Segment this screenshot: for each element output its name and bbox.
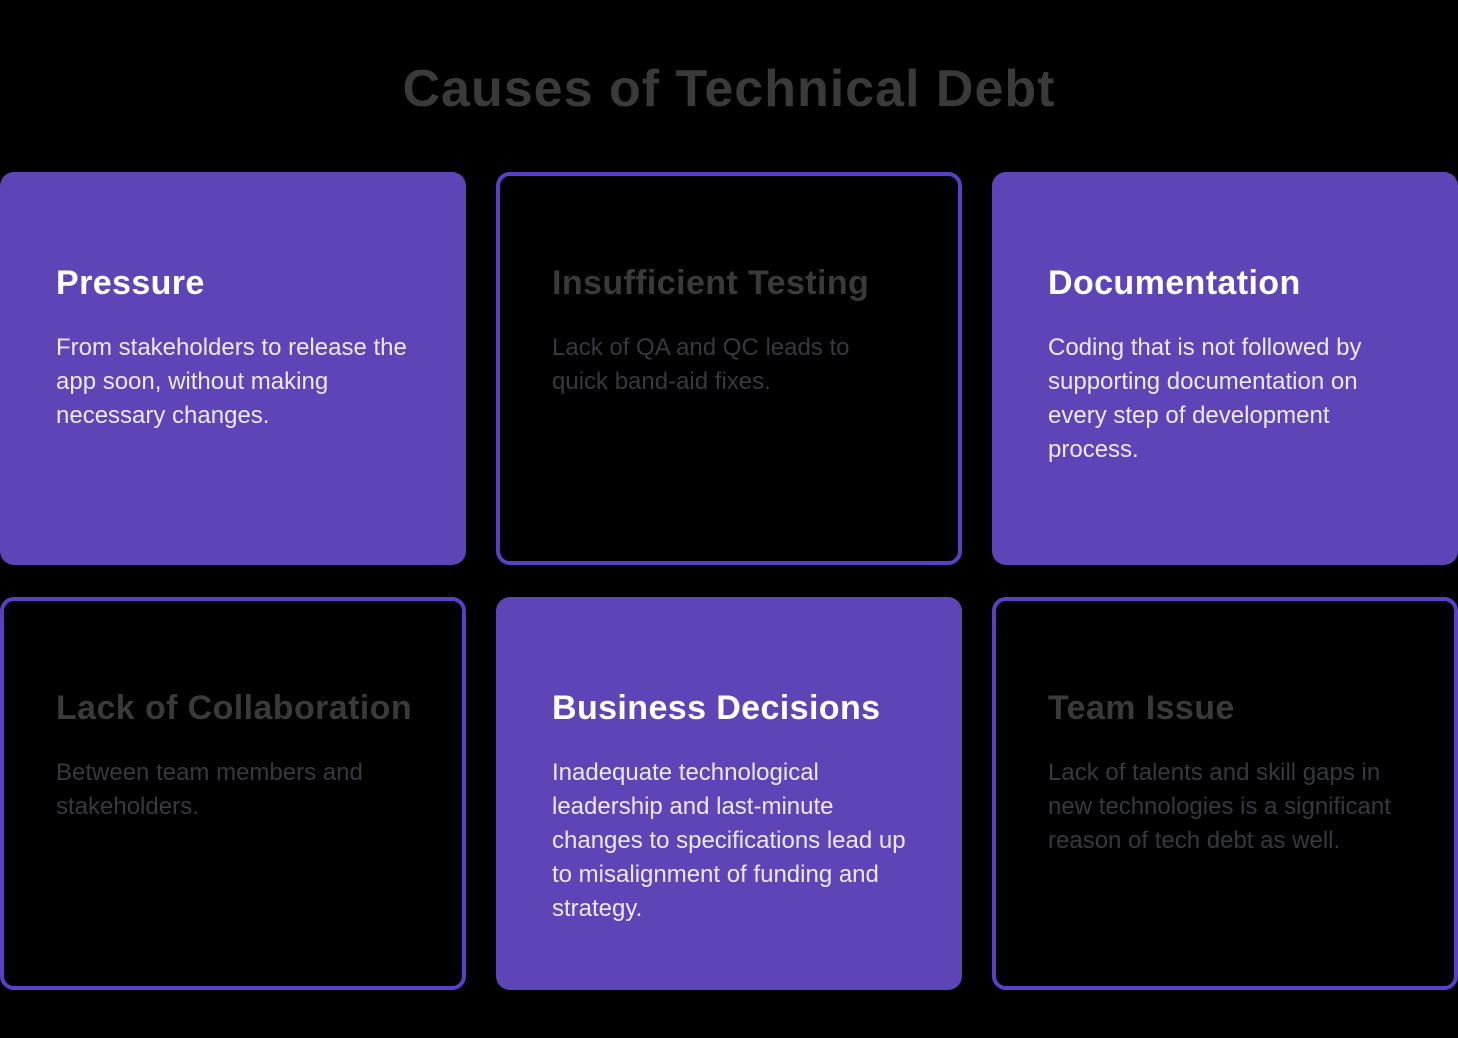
card-business-decisions: Business Decisions Inadequate technologi… — [496, 597, 962, 990]
card-pressure: Pressure From stakeholders to release th… — [0, 172, 466, 565]
header: Causes of Technical Debt — [0, 0, 1458, 172]
card-team-issue: Team Issue Lack of talents and skill gap… — [992, 597, 1458, 990]
card-lack-of-collaboration-title: Lack of Collaboration — [56, 689, 412, 727]
card-team-issue-body: Lack of talents and skill gaps in new te… — [1048, 759, 1391, 855]
card-insufficient-testing-title: Insufficient Testing — [552, 264, 870, 302]
page-title: Causes of Technical Debt — [402, 60, 1056, 118]
card-pressure-title: Pressure — [56, 264, 205, 302]
cards-grid: Pressure From stakeholders to release th… — [0, 172, 1458, 990]
card-business-decisions-title: Business Decisions — [552, 689, 881, 727]
card-documentation-body: Coding that is not followed by supportin… — [1048, 334, 1362, 464]
card-pressure-body: From stakeholders to release the app soo… — [56, 334, 407, 430]
card-insufficient-testing-body: Lack of QA and QC leads to quick band-ai… — [552, 334, 850, 396]
card-documentation: Documentation Coding that is not followe… — [992, 172, 1458, 565]
card-documentation-title: Documentation — [1048, 264, 1301, 302]
card-lack-of-collaboration: Lack of Collaboration Between team membe… — [0, 597, 466, 990]
card-lack-of-collaboration-body: Between team members and stakeholders. — [56, 759, 363, 821]
card-team-issue-title: Team Issue — [1048, 689, 1235, 727]
card-business-decisions-body: Inadequate technological leadership and … — [552, 759, 906, 923]
card-insufficient-testing: Insufficient Testing Lack of QA and QC l… — [496, 172, 962, 565]
